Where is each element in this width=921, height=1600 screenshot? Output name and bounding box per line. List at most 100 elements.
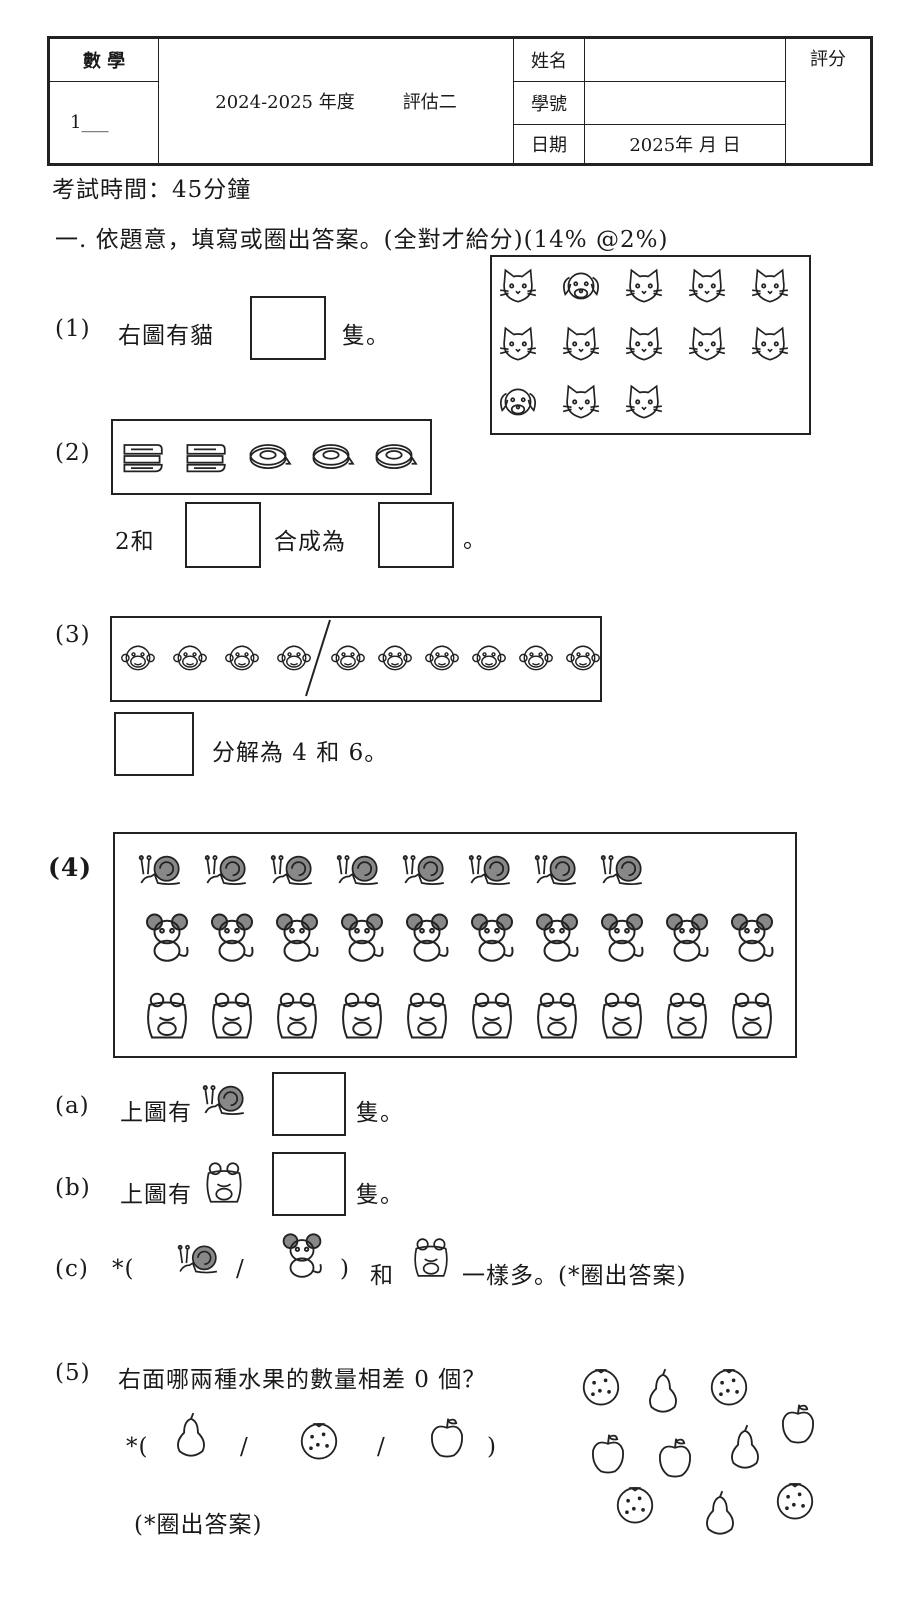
frog-icon [732, 992, 772, 1039]
snail-icon [177, 1244, 218, 1274]
orange-icon [616, 1487, 654, 1524]
cat-face-icon [625, 268, 663, 303]
mouse-icon [731, 913, 774, 962]
snail-icon [468, 855, 510, 885]
monkey-face-icon [225, 645, 259, 671]
orange-icon [710, 1369, 748, 1406]
frog-icon [407, 992, 447, 1039]
cat-face-icon [751, 268, 789, 303]
student-no-label-cell: 學號 [513, 81, 585, 126]
q3-text: 分解為 4 和 6。 [212, 740, 389, 766]
q4c-close: ) [340, 1256, 350, 1282]
q5-slash-1: / [240, 1434, 249, 1460]
apple-icon [782, 1404, 814, 1444]
subject-label: 數 學 [82, 51, 126, 73]
dog-face-icon [500, 388, 536, 416]
monkey-face-icon [173, 645, 207, 671]
date-value: 2025年 月 日 [629, 135, 741, 157]
frog-icon [342, 992, 382, 1039]
student-no-field[interactable] [584, 81, 786, 126]
class-cell[interactable]: 1___ [49, 81, 159, 164]
cat-face-icon [499, 326, 537, 361]
tape-icon [249, 444, 292, 469]
pear-icon [649, 1368, 677, 1413]
mouse-icon [276, 913, 319, 962]
mouse-icon [601, 913, 644, 962]
q4a-text: 上圖有 [120, 1100, 192, 1126]
frog-icon [602, 992, 642, 1039]
cat-face-icon [562, 326, 600, 361]
stapler-icon [186, 444, 226, 473]
monkey-face-icon [277, 645, 311, 671]
q5-open: *( [126, 1434, 149, 1460]
snail-icon [138, 855, 180, 885]
cat-face-icon [688, 326, 726, 361]
monkey-face-icon [472, 645, 506, 671]
name-label-cell: 姓名 [513, 37, 585, 83]
title-cell: 2024-2025 年度評估二 [158, 38, 514, 164]
q2-answer-box-1[interactable] [185, 502, 261, 568]
frog-icon [277, 992, 317, 1039]
exam-time: 考試時間：45分鐘 [52, 177, 252, 203]
q2-text-mid: 合成為 [274, 529, 346, 555]
q4c-open: *( [112, 1256, 135, 1282]
pear-icon [731, 1424, 759, 1469]
frog-icon [667, 992, 707, 1039]
class-label: 1___ [70, 112, 109, 134]
snail-icon [402, 855, 444, 885]
q4c-label: (c) [55, 1256, 89, 1282]
header-table: 數 學 2024-2025 年度評估二 姓名 評分 1___ 學號 日期 202… [47, 36, 873, 166]
score-cell[interactable]: 評分 [785, 38, 871, 164]
mouse-icon [341, 913, 384, 962]
mouse-icon [471, 913, 514, 962]
q5-text: 右面哪兩種水果的數量相差 0 個？ [118, 1367, 487, 1393]
snail-icon [202, 1085, 244, 1115]
q3-number: (3) [55, 622, 91, 648]
name-field[interactable] [584, 37, 786, 83]
subject-cell: 數 學 [49, 37, 159, 83]
student-no-label: 學號 [531, 94, 567, 116]
cat-face-icon [625, 384, 663, 419]
frog-icon [414, 1238, 448, 1277]
frog-icon [472, 992, 512, 1039]
pear-icon [706, 1490, 734, 1535]
name-label: 姓名 [531, 51, 567, 73]
q4c-after: 一樣多。(*圈出答案) [462, 1263, 687, 1289]
year-label: 2024-2025 年度 [215, 92, 355, 113]
monkey-face-icon [121, 645, 155, 671]
date-field[interactable]: 2025年 月 日 [584, 124, 786, 164]
pear-icon [177, 1412, 205, 1457]
snail-icon [270, 855, 312, 885]
frog-icon [537, 992, 577, 1039]
apple-icon [659, 1438, 691, 1478]
q2-answer-box-2[interactable] [378, 502, 454, 568]
q1-unit: 隻。 [342, 323, 390, 349]
dog-face-icon [563, 272, 599, 300]
q2-text-after: 。 [463, 527, 487, 553]
q5-number: (5) [55, 1360, 91, 1386]
q3-answer-box[interactable] [114, 712, 194, 776]
q2-number: (2) [55, 440, 91, 466]
q4b-text: 上圖有 [120, 1182, 192, 1208]
cat-face-icon [562, 384, 600, 419]
q4a-answer-box[interactable] [272, 1072, 346, 1136]
snail-icon [534, 855, 576, 885]
snail-icon [600, 855, 642, 885]
divider-line [305, 619, 331, 697]
score-label: 評分 [810, 49, 846, 70]
stationery-picture [111, 419, 432, 495]
tape-icon [312, 444, 355, 469]
mouse-icon [282, 1233, 322, 1278]
q4a-unit: 隻。 [356, 1100, 404, 1126]
cat-dog-picture [490, 255, 811, 435]
snail-icon [336, 855, 378, 885]
date-label: 日期 [531, 135, 567, 157]
monkey-face-icon [331, 645, 365, 671]
cat-face-icon [625, 326, 663, 361]
mouse-icon [146, 913, 189, 962]
q4b-answer-box[interactable] [272, 1152, 346, 1216]
frog-icon [206, 1162, 242, 1203]
mouse-icon [406, 913, 449, 962]
orange-icon [582, 1369, 620, 1406]
q1-answer-box[interactable] [250, 296, 326, 360]
